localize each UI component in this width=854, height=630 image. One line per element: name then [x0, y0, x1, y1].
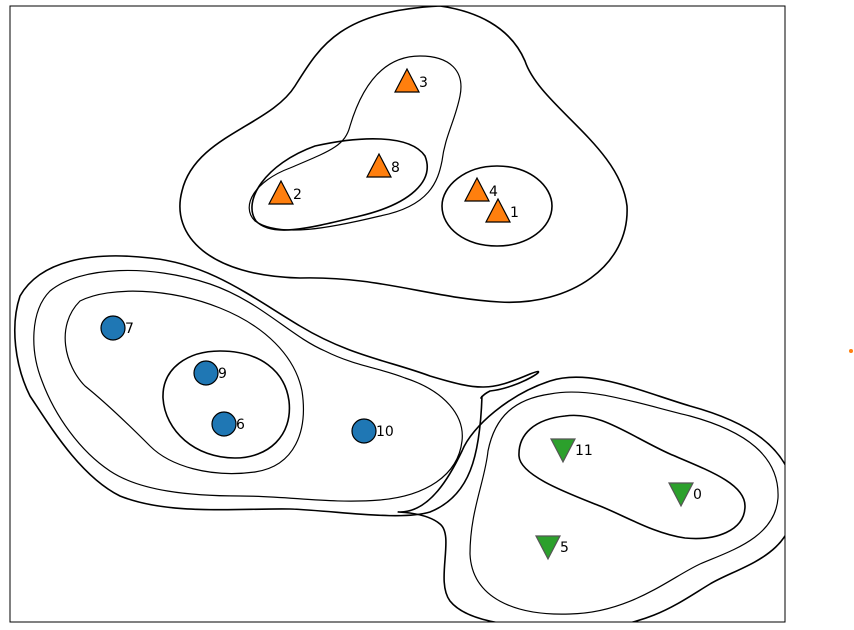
- contour-orange-outer: [179, 6, 628, 304]
- contour-blue-third: [64, 290, 304, 475]
- point-marker-6: [211, 411, 237, 437]
- point-marker-3: [394, 67, 420, 93]
- contour-green-inner: [518, 414, 746, 540]
- point-marker-9: [193, 360, 219, 386]
- point-label-3: 3: [419, 75, 428, 91]
- point-marker-0: [668, 482, 694, 508]
- point-label-6: 6: [236, 417, 245, 433]
- point-marker-4: [464, 176, 490, 202]
- point-label-1: 1: [510, 205, 519, 221]
- contour-blue-outer: [14, 255, 540, 517]
- density-contours: [14, 6, 785, 622]
- contour-blue-inner: [162, 350, 291, 459]
- point-label-7: 7: [125, 321, 134, 337]
- point-label-4: 4: [489, 184, 498, 200]
- point-marker-1: [485, 197, 511, 223]
- contour-orange-inner-right: [441, 165, 553, 247]
- point-marker-7: [100, 315, 126, 341]
- point-marker-10: [351, 418, 377, 444]
- point-label-10: 10: [376, 424, 394, 440]
- point-label-9: 9: [218, 366, 227, 382]
- contour-green-middle: [469, 391, 779, 615]
- point-marker-11: [550, 438, 576, 464]
- contour-green-outer: [397, 376, 785, 622]
- contour-orange-inner-left: [251, 138, 428, 231]
- point-label-2: 2: [293, 187, 302, 203]
- point-label-8: 8: [391, 160, 400, 176]
- point-marker-8: [366, 152, 392, 178]
- point-label-0: 0: [693, 487, 702, 503]
- plot-frame: [9, 5, 786, 623]
- contour-orange-middle: [248, 55, 462, 231]
- stray-point-marker: [849, 349, 853, 353]
- point-marker-5: [535, 535, 561, 561]
- contour-blue-second: [33, 269, 463, 502]
- point-marker-2: [268, 179, 294, 205]
- point-label-5: 5: [560, 540, 569, 556]
- point-label-11: 11: [575, 443, 593, 459]
